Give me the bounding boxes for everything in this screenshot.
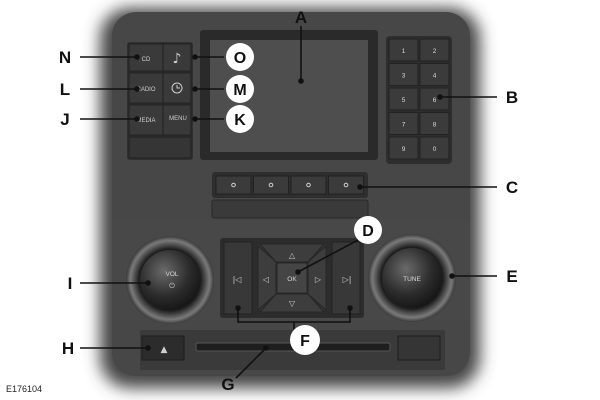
preset-label-9: 9	[402, 146, 406, 153]
preset-button-2[interactable]	[419, 38, 450, 62]
function-button-1[interactable]	[215, 175, 252, 195]
preset-label-0: 0	[433, 146, 437, 153]
right-arrow-button[interactable]	[307, 244, 327, 312]
vol-label: VOL	[165, 271, 178, 278]
power-icon: ⏻	[169, 282, 175, 290]
radio-label: RADIO	[136, 87, 155, 93]
left-button-cluster: CD ♪ RADIO MEDIA MENU	[127, 42, 193, 160]
clock-button[interactable]	[162, 72, 192, 104]
preset-label-1: 1	[402, 48, 406, 55]
menu-label: MENU	[169, 116, 187, 122]
tune-label: TUNE	[403, 276, 421, 283]
preset-label-7: 7	[402, 122, 406, 129]
preset-label-6: 6	[433, 97, 437, 104]
right-arrow-icon: ▷	[315, 275, 322, 284]
callout-d-bubble: D	[354, 216, 382, 244]
preset-button-1[interactable]	[388, 38, 419, 62]
left-arrow-icon: ◁	[262, 275, 269, 284]
eject-icon: ▲	[161, 345, 168, 355]
callout-l: L	[60, 80, 70, 99]
preset-label-2: 2	[433, 48, 437, 55]
seek-forward-button[interactable]	[331, 241, 361, 315]
callout-d: D	[362, 223, 374, 240]
ok-button[interactable]	[276, 262, 308, 294]
function-button-3[interactable]	[290, 175, 327, 195]
function-button-2[interactable]	[253, 175, 289, 195]
callout-e: E	[506, 267, 517, 286]
note-icon: ♪	[173, 51, 182, 67]
callout-f-bubble: F	[290, 325, 320, 355]
preset-button-8[interactable]	[419, 112, 450, 135]
callout-j: J	[60, 110, 69, 129]
callout-k-bubble: K	[226, 105, 254, 133]
callout-g: G	[221, 375, 234, 394]
callout-n: N	[59, 48, 71, 67]
ok-label: OK	[287, 276, 297, 283]
preset-button-3[interactable]	[388, 63, 419, 86]
callout-c: C	[506, 178, 518, 197]
left-arrow-button[interactable]	[257, 244, 277, 312]
callout-i: I	[68, 274, 73, 293]
callout-a: A	[295, 8, 307, 27]
cd-label: CD	[142, 57, 151, 63]
callout-o-bubble: O	[226, 43, 254, 71]
note-button[interactable]	[162, 43, 192, 72]
preset-keypad: 1 2 3 4 5 6 7 8 9 0	[386, 36, 452, 164]
volume-knob[interactable]: VOL ⏻	[126, 236, 214, 324]
seek-back-button[interactable]	[223, 241, 253, 315]
down-arrow-icon: ▽	[289, 299, 296, 308]
callout-o: O	[234, 50, 246, 67]
function-button-dot-icon	[268, 182, 274, 188]
navigation-pad: OK △ ▽ ◁ ▷ |◁ ▷|	[220, 238, 364, 318]
function-button-row	[211, 172, 369, 219]
preset-button-5[interactable]	[388, 87, 419, 111]
menu-button[interactable]	[162, 104, 192, 136]
callout-k: K	[234, 112, 246, 129]
preset-label-4: 4	[433, 73, 437, 80]
callout-m: M	[233, 82, 246, 99]
tune-knob[interactable]: TUNE	[368, 234, 456, 322]
preset-button-9[interactable]	[388, 136, 419, 160]
callout-h: H	[62, 339, 74, 358]
preset-button-7[interactable]	[388, 112, 419, 135]
preset-button-0[interactable]	[419, 136, 450, 160]
function-button-dot-icon	[306, 182, 311, 188]
figure-reference: E176104	[6, 384, 43, 394]
callout-lines	[80, 26, 497, 379]
seek-forward-icon: ▷|	[343, 275, 352, 284]
preset-label-3: 3	[402, 73, 406, 80]
preset-button-6[interactable]	[419, 87, 450, 111]
preset-button-4[interactable]	[419, 63, 450, 86]
seek-back-icon: |◁	[233, 275, 242, 284]
function-button-4[interactable]	[328, 175, 364, 195]
function-button-dot-icon	[231, 182, 236, 188]
up-arrow-icon: △	[289, 251, 296, 260]
callout-f: F	[300, 333, 310, 350]
preset-label-8: 8	[433, 122, 437, 129]
preset-label-5: 5	[402, 97, 406, 104]
function-button-dot-icon	[343, 182, 349, 188]
callout-b: B	[506, 88, 518, 107]
media-label: MEDIA	[136, 118, 155, 124]
callout-m-bubble: M	[226, 75, 254, 103]
clock-icon	[171, 82, 183, 94]
